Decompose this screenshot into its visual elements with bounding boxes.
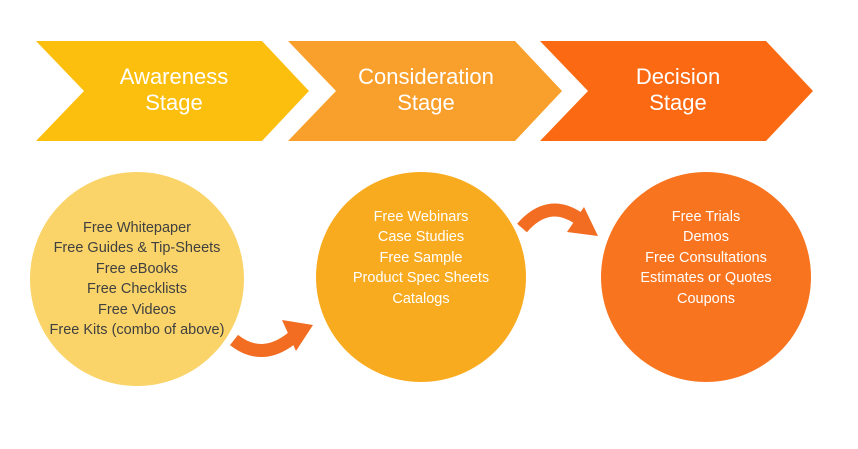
chevron-consideration (288, 41, 562, 141)
stage-title-line2: Stage (649, 90, 707, 115)
list-item: Catalogs (392, 290, 450, 307)
awareness-items: Free Whitepaper Free Guides & Tip-Sheets… (41, 218, 233, 341)
list-item: Demos (683, 229, 729, 246)
stage-title-awareness: Awareness Stage (64, 64, 284, 116)
consideration-items: Free Webinars Case Studies Free Sample P… (353, 207, 489, 310)
stage-title-line2: Stage (145, 90, 203, 115)
stage-title-decision: Decision Stage (568, 64, 788, 116)
list-item: Coupons (676, 290, 736, 307)
list-item: Free Webinars (373, 208, 469, 225)
stage-title-line1: Consideration (358, 64, 494, 89)
stage-title-line2: Stage (397, 90, 455, 115)
list-item: Free Trials (671, 208, 741, 225)
list-item: Free Guides & Tip-Sheets (53, 240, 221, 256)
list-item: Free Consultations (645, 249, 767, 266)
list-item: Free Kits (combo of above) (49, 322, 225, 338)
list-item: Estimates or Quotes (640, 270, 772, 287)
chevron-decision (540, 41, 813, 141)
stage-title-consideration: Consideration Stage (316, 64, 536, 116)
list-item: Case Studies (377, 229, 465, 246)
list-item: Free Videos (98, 301, 176, 318)
list-item: Free eBooks (95, 260, 179, 277)
list-item: Product Spec Sheets (352, 270, 490, 287)
list-item: Free Whitepaper (83, 219, 191, 236)
stage-title-line1: Decision (635, 64, 721, 89)
decision-circle: Free Trials Demos Free Consultations Est… (601, 172, 811, 382)
decision-items: Free Trials Demos Free Consultations Est… (640, 207, 771, 310)
awareness-circle: Free Whitepaper Free Guides & Tip-Sheets… (30, 172, 244, 386)
chevron-awareness (36, 41, 309, 141)
stage-title-line1: Awareness (119, 64, 229, 89)
consideration-circle: Free Webinars Case Studies Free Sample P… (316, 172, 526, 382)
list-item: Free Sample (379, 249, 463, 266)
list-item: Free Checklists (87, 281, 187, 297)
